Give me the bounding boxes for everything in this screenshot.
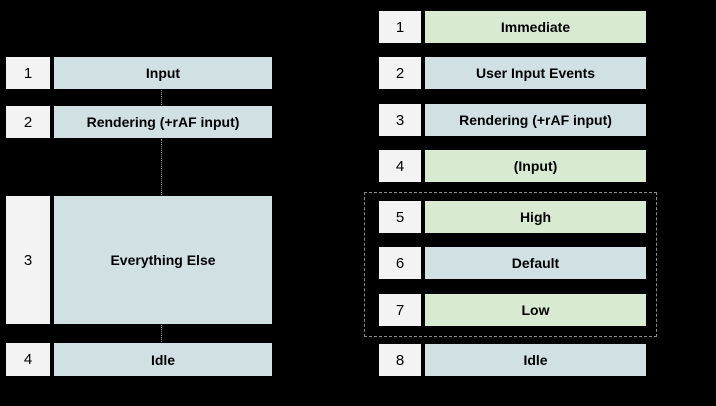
row-label: Rendering (+rAF input) bbox=[53, 105, 273, 139]
row-number-cell: 3 bbox=[5, 195, 51, 325]
right-row-6: 6 Default bbox=[378, 246, 647, 280]
right-row-3: 3 Rendering (+rAF input) bbox=[378, 103, 647, 137]
left-row-4: 4 Idle bbox=[5, 342, 273, 377]
row-number-cell: 4 bbox=[378, 149, 422, 183]
right-row-4: 4 (Input) bbox=[378, 149, 647, 183]
row-number-cell: 7 bbox=[378, 293, 422, 327]
right-row-7: 7 Low bbox=[378, 293, 647, 327]
row-number-cell: 1 bbox=[378, 10, 422, 44]
right-row-1: 1 Immediate bbox=[378, 10, 647, 44]
left-row-2: 2 Rendering (+rAF input) bbox=[5, 105, 273, 139]
row-number-cell: 8 bbox=[378, 343, 422, 377]
row-label: Default bbox=[424, 246, 647, 280]
grouped-rows-dashed-outline bbox=[364, 192, 657, 337]
right-row-2: 2 User Input Events bbox=[378, 56, 647, 90]
row-number-cell: 3 bbox=[378, 103, 422, 137]
row-label: High bbox=[424, 200, 647, 234]
dotted-connector-line bbox=[161, 139, 162, 195]
row-number-cell: 6 bbox=[378, 246, 422, 280]
row-number-cell: 2 bbox=[5, 105, 51, 139]
left-row-3: 3 Everything Else bbox=[5, 195, 273, 325]
row-label: Idle bbox=[424, 343, 647, 377]
row-number-cell: 2 bbox=[378, 56, 422, 90]
row-number-cell: 4 bbox=[5, 342, 51, 377]
right-row-8: 8 Idle bbox=[378, 343, 647, 377]
row-number-cell: 5 bbox=[378, 200, 422, 234]
right-row-5: 5 High bbox=[378, 200, 647, 234]
dotted-connector-line bbox=[161, 90, 162, 105]
row-label: Input bbox=[53, 56, 273, 90]
row-label: Idle bbox=[53, 342, 273, 377]
row-label: Everything Else bbox=[53, 195, 273, 325]
dotted-connector-line bbox=[161, 325, 162, 342]
row-label: User Input Events bbox=[424, 56, 647, 90]
row-label: Immediate bbox=[424, 10, 647, 44]
row-label: Rendering (+rAF input) bbox=[424, 103, 647, 137]
row-label: Low bbox=[424, 293, 647, 327]
row-label: (Input) bbox=[424, 149, 647, 183]
row-number-cell: 1 bbox=[5, 56, 51, 90]
left-row-1: 1 Input bbox=[5, 56, 273, 90]
